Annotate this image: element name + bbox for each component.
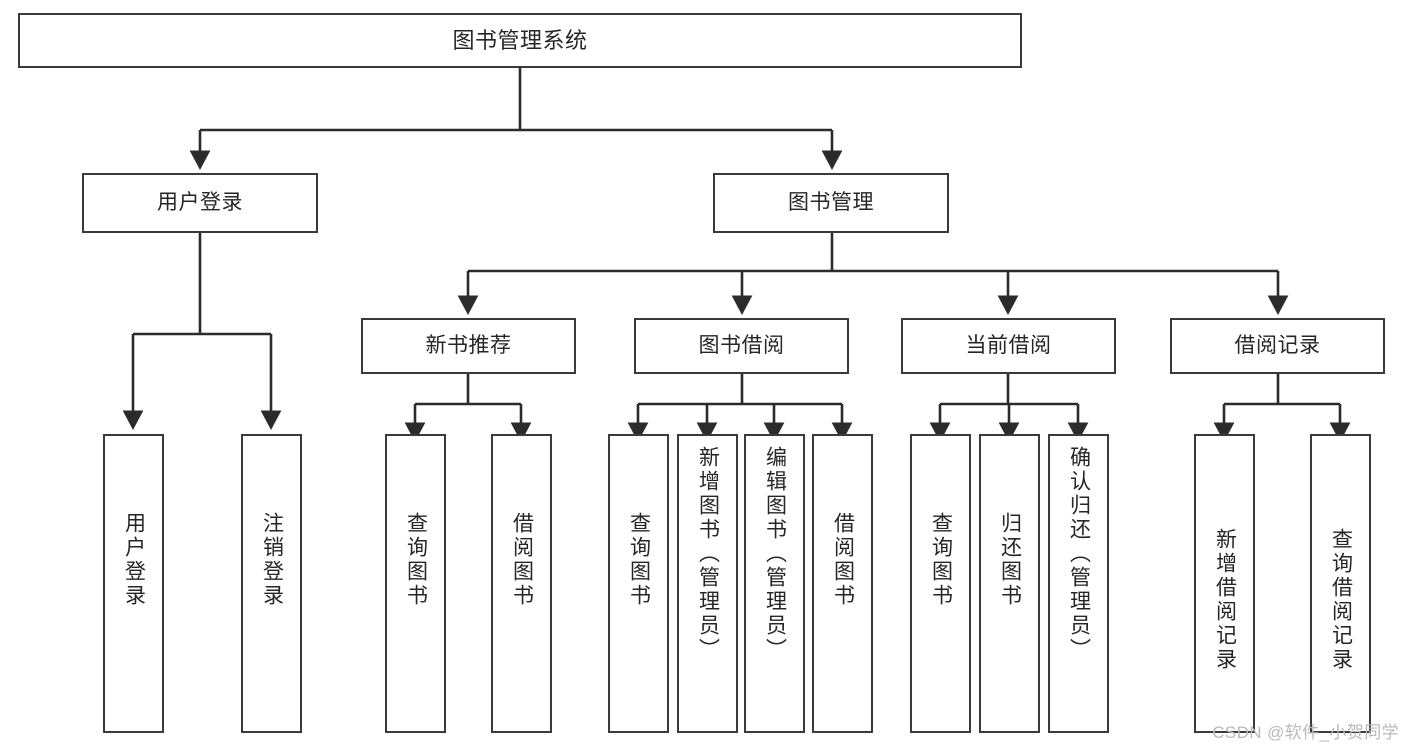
node-user-login[interactable]: 用户登录 xyxy=(82,173,318,233)
node-leaf-confirm-return-label: 确认归还（管理员） xyxy=(1067,446,1091,662)
node-new-book-recommend[interactable]: 新书推荐 xyxy=(361,318,576,374)
node-current-borrow[interactable]: 当前借阅 xyxy=(901,318,1116,374)
node-leaf-borrow-book-1[interactable]: 借阅图书 xyxy=(491,434,552,733)
node-leaf-add-record[interactable]: 新增借阅记录 xyxy=(1194,434,1255,733)
node-leaf-query-book-1-label: 查询图书 xyxy=(404,512,428,608)
node-leaf-edit-book[interactable]: 编辑图书（管理员） xyxy=(744,434,805,733)
node-leaf-borrow-book-2[interactable]: 借阅图书 xyxy=(812,434,873,733)
node-leaf-query-book-2[interactable]: 查询图书 xyxy=(608,434,669,733)
node-leaf-query-book-3-label: 查询图书 xyxy=(929,512,953,608)
node-leaf-add-record-label: 新增借阅记录 xyxy=(1213,528,1237,672)
node-leaf-query-book-1[interactable]: 查询图书 xyxy=(385,434,446,733)
watermark: CSDN @软件_小贺同学 xyxy=(1212,723,1399,742)
node-leaf-add-book-label: 新增图书（管理员） xyxy=(696,446,720,662)
node-leaf-query-book-2-label: 查询图书 xyxy=(627,512,651,608)
node-root-label: 图书管理系统 xyxy=(452,27,588,53)
node-root[interactable]: 图书管理系统 xyxy=(18,13,1022,68)
node-leaf-add-book[interactable]: 新增图书（管理员） xyxy=(677,434,738,733)
node-leaf-query-record[interactable]: 查询借阅记录 xyxy=(1310,434,1371,733)
node-leaf-borrow-book-2-label: 借阅图书 xyxy=(831,512,855,608)
node-leaf-confirm-return[interactable]: 确认归还（管理员） xyxy=(1048,434,1109,733)
node-leaf-logout-label: 注销登录 xyxy=(260,512,284,608)
node-leaf-query-record-label: 查询借阅记录 xyxy=(1329,528,1353,672)
node-book-borrow[interactable]: 图书借阅 xyxy=(634,318,849,374)
node-borrow-record[interactable]: 借阅记录 xyxy=(1170,318,1385,374)
node-user-login-label: 用户登录 xyxy=(157,190,243,214)
node-leaf-query-book-3[interactable]: 查询图书 xyxy=(910,434,971,733)
node-leaf-return-book-label: 归还图书 xyxy=(998,512,1022,608)
node-new-book-recommend-label: 新书推荐 xyxy=(425,333,512,357)
node-book-manage[interactable]: 图书管理 xyxy=(713,173,949,233)
node-leaf-user-login[interactable]: 用户登录 xyxy=(103,434,164,733)
node-leaf-edit-book-label: 编辑图书（管理员） xyxy=(763,446,787,662)
node-leaf-return-book[interactable]: 归还图书 xyxy=(979,434,1040,733)
node-leaf-borrow-book-1-label: 借阅图书 xyxy=(510,512,534,608)
node-borrow-record-label: 借阅记录 xyxy=(1234,333,1321,357)
node-leaf-user-login-label: 用户登录 xyxy=(122,512,146,608)
node-book-manage-label: 图书管理 xyxy=(788,190,874,214)
node-leaf-logout[interactable]: 注销登录 xyxy=(241,434,302,733)
node-book-borrow-label: 图书借阅 xyxy=(698,333,785,357)
node-current-borrow-label: 当前借阅 xyxy=(965,333,1052,357)
